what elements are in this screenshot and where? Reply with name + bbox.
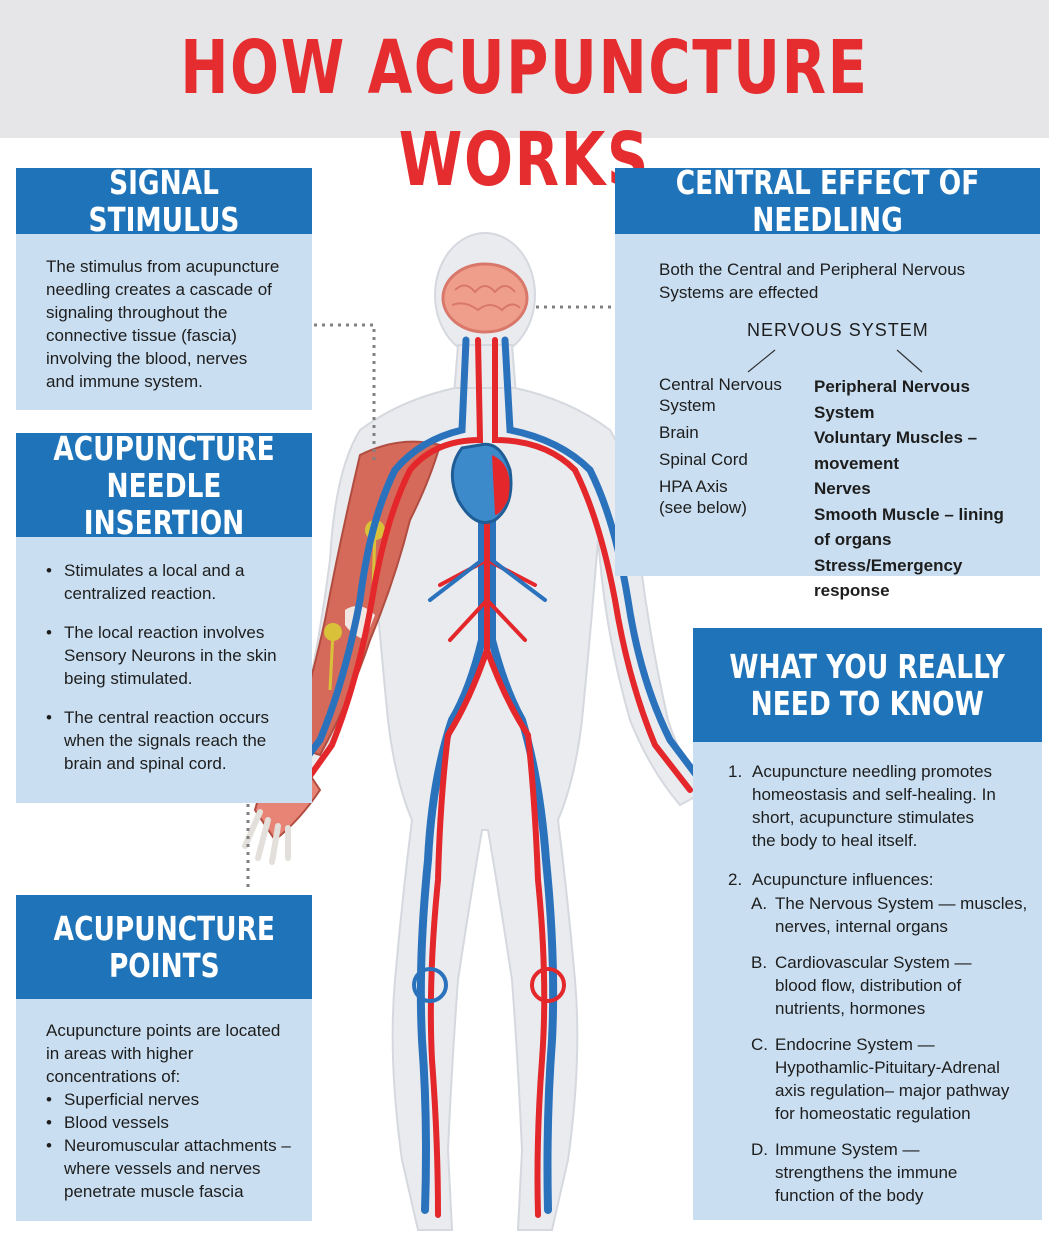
signal-stimulus-text: The stimulus from acupuncture needling c… <box>46 257 280 391</box>
acupuncture-points-header: ACUPUNCTURE POINTS <box>16 895 312 999</box>
page-title: HOW ACUPUNCTURE WORKS <box>180 25 869 203</box>
really-need-panel: WHAT YOU REALLY NEED TO KNOW <box>693 628 1042 1220</box>
needle-insertion-header: ACUPUNCTURE NEEDLE INSERTION <box>16 430 312 541</box>
acupuncture-points-intro: Acupuncture points are located in areas … <box>46 1021 281 1086</box>
list-item: The central reaction occurs when the sig… <box>46 706 301 775</box>
list-item: C. Endocrine System — Hypothamlic-Pituit… <box>751 1035 1010 1123</box>
really-need-item-2: 2. Acupuncture influences: <box>728 870 934 889</box>
list-item: Stress/Emergency response <box>814 555 963 601</box>
list-item: HPA Axis (see below) <box>659 477 747 517</box>
peripheral-nervous-list: Peripheral Nervous System Voluntary Musc… <box>814 374 1030 604</box>
list-item: Smooth Muscle – lining of organs <box>814 504 1004 550</box>
really-need-header: WHAT YOU REALLY NEED TO KNOW <box>693 628 1042 742</box>
really-need-heading: WHAT YOU REALLY NEED TO KNOW <box>729 647 1006 723</box>
central-effect-intro: Both the Central and Peripheral Nervous … <box>659 260 966 302</box>
central-effect-panel: CENTRAL EFFECT OF NEEDLING Both the Cent… <box>615 164 1040 600</box>
list-item: Peripheral Nervous System <box>814 377 970 422</box>
list-item: Brain <box>659 423 699 442</box>
needle-insertion-list: Stimulates a local and a centralized rea… <box>46 559 301 791</box>
signal-stimulus-header: SIGNAL STIMULUS <box>16 164 312 238</box>
list-item: Neuromuscular attachments – where vessel… <box>46 1134 296 1203</box>
acupuncture-points-panel: ACUPUNCTURE POINTS Acupuncture points ar… <box>16 895 312 1221</box>
list-item: Spinal Cord <box>659 450 748 469</box>
signal-stimulus-heading: SIGNAL STIMULUS <box>88 163 240 239</box>
central-effect-heading: CENTRAL EFFECT OF NEEDLING <box>675 163 980 239</box>
list-item: Superficial nerves <box>46 1088 296 1111</box>
list-item: Nerves <box>814 479 871 498</box>
body-illustration <box>242 232 710 1231</box>
list-item: Central Nervous System <box>659 375 782 415</box>
needle-insertion-heading: ACUPUNCTURE NEEDLE INSERTION <box>53 428 275 542</box>
brain <box>441 262 529 334</box>
central-effect-header: CENTRAL EFFECT OF NEEDLING <box>615 164 1040 238</box>
list-item: Blood vessels <box>46 1111 296 1134</box>
blood-vessels <box>286 336 704 1218</box>
nervous-system-label: NERVOUS SYSTEM <box>747 320 929 340</box>
list-item: A. The Nervous System — muscles, nerves,… <box>751 894 1028 936</box>
acupuncture-points-list: Superficial nerves Blood vessels Neuromu… <box>46 1088 296 1203</box>
list-item: Stimulates a local and a centralized rea… <box>46 559 301 605</box>
really-need-item-1: 1. Acupuncture needling promotes homeost… <box>728 762 996 850</box>
knee-vessels <box>412 967 566 1003</box>
heart <box>450 442 513 524</box>
title-banner: HOW ACUPUNCTURE WORKS <box>0 0 1049 203</box>
signal-stimulus-panel: SIGNAL STIMULUS The stimulus from acupun… <box>16 164 312 410</box>
list-item: Voluntary Muscles – movement <box>814 428 978 473</box>
needle-insertion-panel: ACUPUNCTURE NEEDLE INSERTION Stimulates … <box>16 430 312 803</box>
nervous-system-branches <box>747 349 923 373</box>
really-need-sublist: A. The Nervous System — muscles, nerves,… <box>751 892 1031 1207</box>
list-item: B. Cardiovascular System — blood flow, d… <box>751 953 972 1018</box>
list-item: D. Immune System — strengthens the immun… <box>751 1140 958 1205</box>
acupuncture-points-heading: ACUPUNCTURE POINTS <box>53 909 275 985</box>
central-nervous-list: Central Nervous System Brain Spinal Cord… <box>659 374 789 518</box>
fingers <box>242 809 291 865</box>
list-item: The local reaction involves Sensory Neur… <box>46 621 301 690</box>
